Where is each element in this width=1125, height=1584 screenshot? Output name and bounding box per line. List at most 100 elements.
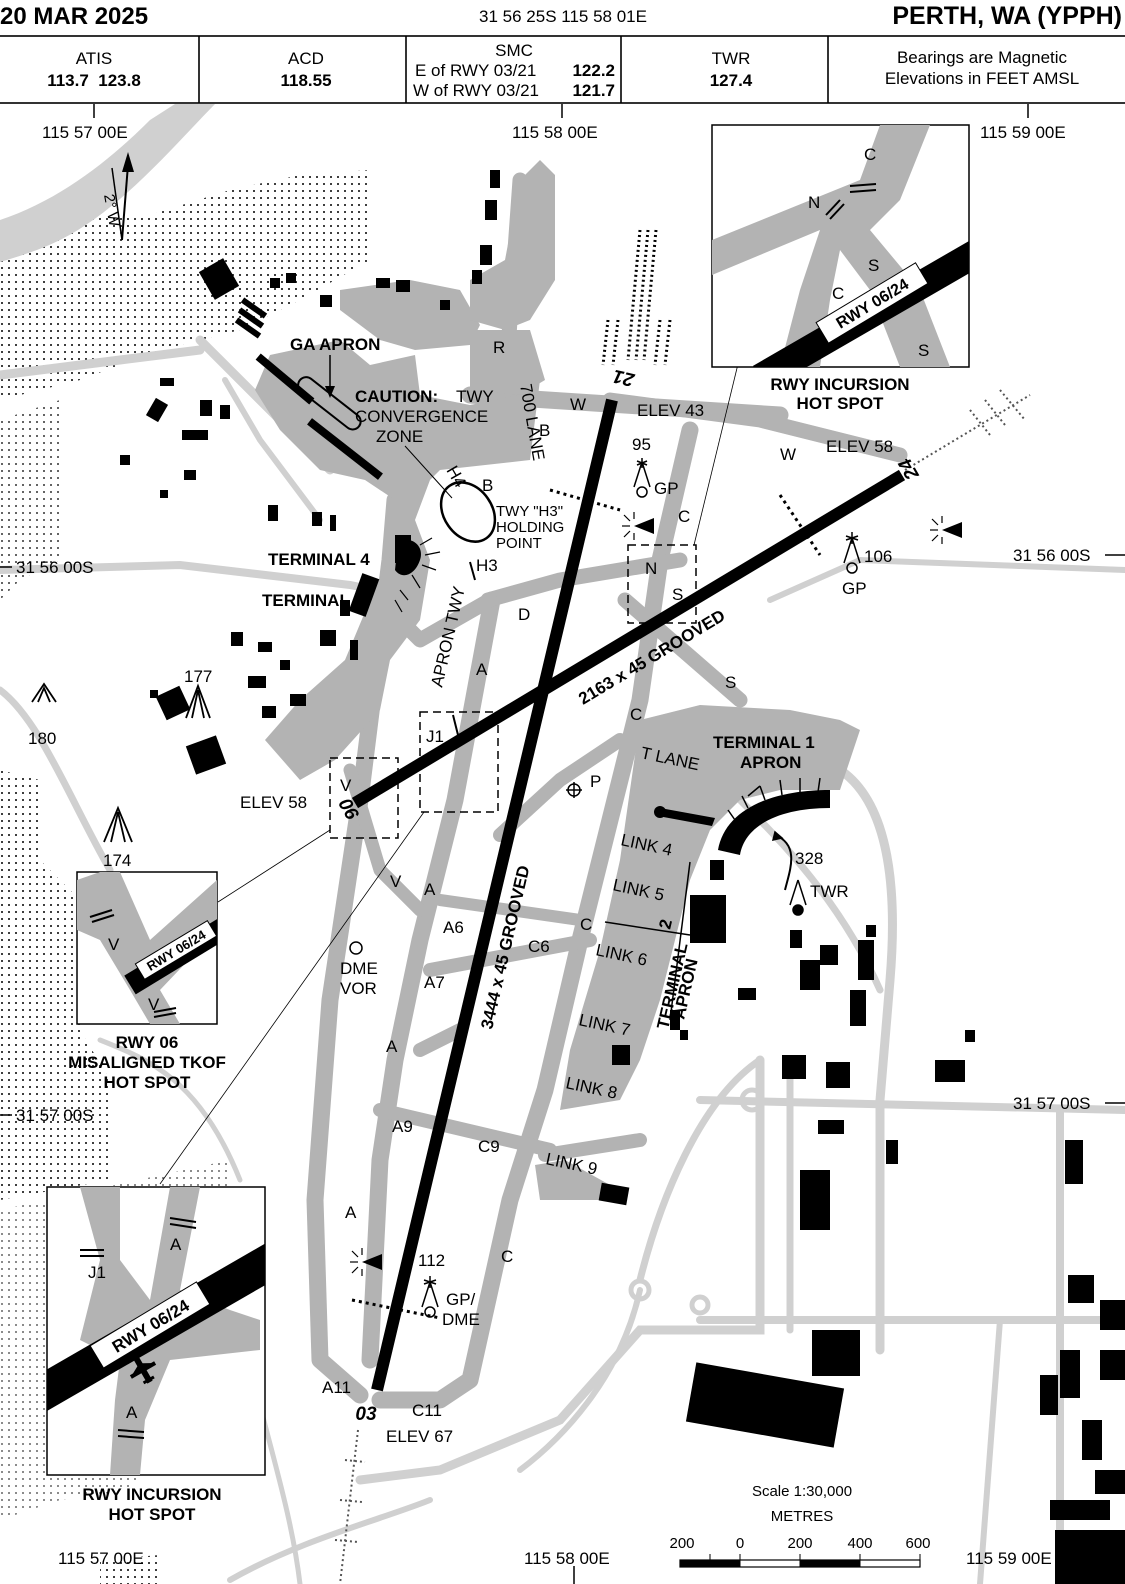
magnetic-variation: 2° W xyxy=(100,193,123,229)
twr-label-map: TWR xyxy=(810,882,849,901)
point-p-symbol xyxy=(566,782,582,798)
gp-north-label: GP xyxy=(654,479,679,498)
twy-a7: A7 xyxy=(424,973,445,992)
dme-vor-label-1: DME xyxy=(340,959,378,978)
approach-lighting-03 xyxy=(334,1429,366,1584)
lat-right-2: 31 57 00S xyxy=(1013,1094,1091,1113)
twy-w-2: W xyxy=(780,445,796,464)
h3-holding-point-1: TWY "H3" xyxy=(496,503,563,520)
ne-twy-n: N xyxy=(808,193,820,212)
twy-a6: A6 xyxy=(443,918,464,937)
graticule-ticks xyxy=(0,104,1125,1584)
ne-hotspot-title-1: RWY INCURSION xyxy=(770,375,909,394)
lat-left-1: 31 56 00S xyxy=(16,558,94,577)
terminal-1-pier-end xyxy=(654,806,666,818)
terminal-1-pier xyxy=(658,808,715,826)
atis-frequencies: 113.7 123.8 xyxy=(47,71,141,90)
twy-c-4: C xyxy=(501,1247,513,1266)
frequency-table: ATIS 113.7 123.8 ACD 118.55 SMC E of RWY… xyxy=(0,35,1125,104)
ga-apron-arrowhead xyxy=(325,386,335,398)
twy-s-1: S xyxy=(672,585,683,604)
dme-vor-symbol xyxy=(349,941,363,955)
twy-b-1: B xyxy=(539,421,550,440)
elevation-24: ELEV 58 xyxy=(826,437,893,456)
twy-2: 2 xyxy=(655,917,676,931)
terminal-4-building xyxy=(395,539,421,576)
gp-east-elevation: 106 xyxy=(864,547,892,566)
ga-apron-label: GA APRON xyxy=(290,335,380,354)
lat-right-1: 31 56 00S xyxy=(1013,546,1091,565)
lon-top-3: 115 59 00E xyxy=(980,123,1066,142)
link-6-boundary xyxy=(604,921,691,936)
glidepath-south xyxy=(421,1276,439,1318)
road-roundabouts xyxy=(628,1087,765,1316)
smc-line2: W of RWY 03/21 xyxy=(413,81,539,100)
h3-holding-point-2: HOLDING xyxy=(496,519,564,536)
convergence-zone-ring xyxy=(439,481,497,543)
elevation-21: ELEV 43 xyxy=(637,401,704,420)
twy-a11: A11 xyxy=(322,1378,351,1397)
glidepath-north xyxy=(633,458,651,498)
h3-holding-point-3: POINT xyxy=(496,535,542,552)
beacon-north xyxy=(622,512,654,540)
terminal-1-building xyxy=(718,790,830,855)
lon-bottom-3: 115 59 00E xyxy=(966,1549,1052,1568)
twy-v-2: V xyxy=(390,872,402,891)
twy-h3: H3 xyxy=(476,556,498,575)
scale-bar: Scale 1:30,000 METRES 200 0 200 400 600 xyxy=(669,1474,931,1568)
twy-c-2: C xyxy=(630,705,642,724)
roads xyxy=(0,335,1125,1584)
twy-a-2: A xyxy=(424,880,436,899)
terminal-3-label: TERMINAL 3 xyxy=(262,591,364,610)
scale-tick-600: 600 xyxy=(905,1535,930,1552)
aircraft-icon xyxy=(129,1356,157,1385)
ga-apron-marking xyxy=(297,376,362,431)
papi-light-bars xyxy=(351,488,822,1320)
note-bearings: Bearings are Magnetic xyxy=(897,48,1068,67)
north-arrow: 2° W xyxy=(100,152,134,241)
twy-r: R xyxy=(493,338,505,357)
inset-leader-lines xyxy=(159,363,739,1185)
terminal-gate-marks xyxy=(394,537,441,613)
runway-end-03: 03 xyxy=(355,1404,377,1425)
smc-line1: E of RWY 03/21 xyxy=(415,61,536,80)
mid-hotspot-title-3: HOT SPOT xyxy=(104,1073,192,1092)
holding-point-marks xyxy=(452,561,476,736)
lon-top-2: 115 58 00E xyxy=(512,123,598,142)
control-tower-symbol xyxy=(771,830,807,916)
acd-frequency: 118.55 xyxy=(280,71,331,90)
lon-bottom-2: 115 58 00E xyxy=(524,1549,610,1568)
twy-n: N xyxy=(645,559,657,578)
mid-hotspot-title-2: MISALIGNED TKOF xyxy=(68,1053,226,1072)
scale-title: Scale 1:30,000 xyxy=(752,1483,852,1500)
ne-twy-c-2: C xyxy=(832,284,844,303)
terminal-1-apron-label-1: TERMINAL 1 xyxy=(713,733,815,752)
header: 20 MAR 2025 31 56 25S 115 58 01E PERTH, … xyxy=(0,2,1122,30)
river xyxy=(0,104,215,262)
gp-south-label-1: GP/ xyxy=(446,1290,476,1309)
inset-sw-hotspot: RWY 06/24 J1 A A RWY INCURSION HOT SPOT xyxy=(46,1186,266,1524)
twy-b-2: B xyxy=(482,476,493,495)
buildings xyxy=(120,170,1125,1584)
terminal-1-gates xyxy=(727,777,821,821)
ne-twy-c-1: C xyxy=(864,145,876,164)
elevation-06: ELEV 58 xyxy=(240,793,307,812)
twr-elevation: 328 xyxy=(795,849,823,868)
light-beacon-symbols xyxy=(350,512,962,1276)
terminal-4-label: TERMINAL 4 xyxy=(268,550,370,569)
twy-c9: C9 xyxy=(478,1137,500,1156)
twy-c6: C6 xyxy=(528,937,550,956)
mid-hotspot-title-1: RWY 06 xyxy=(116,1033,179,1052)
runway-06-24 xyxy=(351,469,906,809)
twy-c-3: C xyxy=(580,915,592,934)
scale-tick-400: 400 xyxy=(847,1535,872,1552)
twy-a-3: A xyxy=(386,1037,398,1056)
twy-a-1: A xyxy=(476,660,488,679)
sw-twy-a-2: A xyxy=(126,1403,138,1422)
twy-a9: A9 xyxy=(392,1117,413,1136)
obstacle-174: 174 xyxy=(103,851,131,870)
inset-rwy06-hotspot: RWY 06/24 V V RWY 06 MISALIGNED TKOF HOT… xyxy=(68,871,226,1092)
elevation-03: ELEV 67 xyxy=(386,1427,453,1446)
twy-s-2: S xyxy=(725,673,736,692)
atis-label: ATIS xyxy=(76,49,113,68)
